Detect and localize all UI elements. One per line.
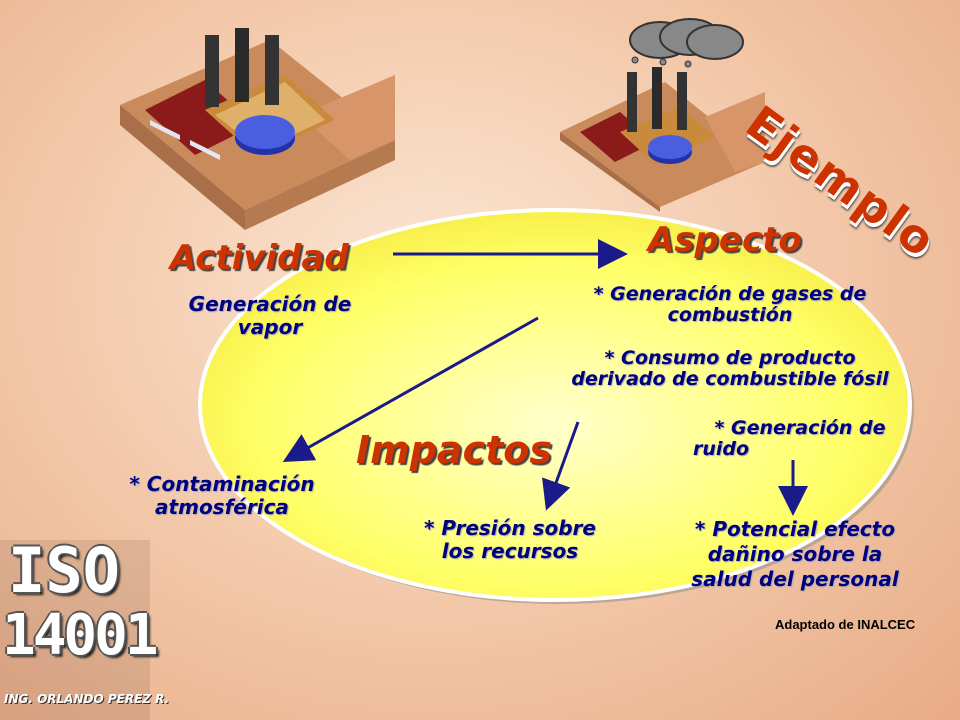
aspect-item: * Generación de ruido: [665, 418, 935, 460]
iso-logo-line2: 14001: [2, 603, 159, 668]
aspect-item-3-line1: * Generación de: [714, 417, 886, 439]
aspect-item: * Generación de gases de combustión: [520, 284, 940, 326]
activity-text-line1: Generación de: [188, 292, 352, 316]
author-label: ING. ORLANDO PEREZ R.: [4, 692, 170, 706]
diagram-ellipse: [198, 208, 914, 604]
consumption-to-resources-arrow: [542, 421, 580, 511]
impact-item-1-line1: * Contaminación: [129, 472, 315, 496]
impact-item: * Potencial efecto dañino sobre la salud…: [645, 517, 945, 592]
aspect-to-contamination-arrow: [282, 316, 539, 462]
impact-item-3-line1: * Potencial efecto: [694, 517, 896, 541]
smoke-cloud-icon: [629, 18, 744, 60]
impact-item-2-line2: los recursos: [441, 539, 579, 563]
activity-text-line2: vapor: [237, 315, 303, 339]
aspect-item: * Consumo de producto derivado de combus…: [505, 348, 955, 390]
impact-item-3-line3: salud del personal: [691, 567, 899, 591]
iso-logo: ISO 14001 ING. ORLANDO PEREZ R.: [0, 534, 169, 720]
aspect-item-3-line2: ruido: [693, 437, 750, 460]
impact-item-2-line1: * Presión sobre: [424, 516, 596, 540]
impact-item: * Presión sobre los recursos: [385, 517, 635, 563]
impact-item: * Contaminación atmosférica: [92, 473, 352, 519]
activity-title: Actividad: [170, 238, 349, 278]
factory-illustration: [120, 28, 395, 230]
aspect-item-2-line2: derivado de combustible fósil: [571, 367, 889, 390]
impact-item-3-line2: dañino sobre la: [707, 542, 883, 566]
impact-item-1-line2: atmosférica: [155, 495, 289, 519]
aspect-item-1-line2: combustión: [667, 303, 793, 326]
credit-text: Adaptado de INALCEC: [775, 617, 916, 632]
iso-logo-line1: ISO: [8, 534, 120, 607]
aspect-item-2-line1: * Consumo de producto: [604, 347, 856, 369]
impacts-title: Impactos: [356, 428, 552, 472]
factory-smoke-illustration: [560, 18, 765, 212]
activity-text: Generación de vapor: [150, 293, 390, 339]
aspect-item-1-line1: * Generación de gases de: [593, 283, 867, 305]
aspect-title: Aspecto: [648, 220, 802, 260]
